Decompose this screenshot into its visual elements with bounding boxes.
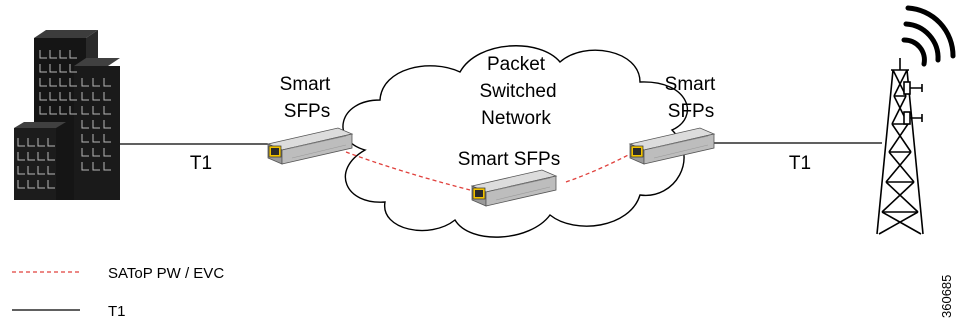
network-label: Switched (479, 81, 556, 102)
cloud-icon (342, 45, 689, 238)
smart-sfps-right-label: SFPs (668, 101, 714, 122)
signal-waves-icon (901, 5, 956, 67)
network-label: Network (481, 108, 551, 129)
legend-label-t1: T1 (108, 303, 126, 320)
figure-id: 360685 (939, 275, 954, 318)
cell-tower-icon (876, 58, 924, 235)
legend: SAToP PW / EVC T1 (12, 265, 224, 320)
pw-path-left (345, 151, 471, 191)
smart-sfps-left-label: SFPs (284, 101, 330, 122)
pw-path-right (565, 151, 635, 183)
smart-sfps-left-label: Smart (280, 74, 331, 95)
t1-label-right: T1 (789, 153, 811, 174)
network-label: Packet (487, 54, 546, 75)
t1-label-left: T1 (190, 153, 212, 174)
smart-sfps-center-label: Smart SFPs (458, 149, 560, 170)
smart-sfps-right-label: Smart (665, 74, 716, 95)
legend-label-pw: SAToP PW / EVC (108, 265, 224, 282)
building-icon (14, 30, 120, 200)
sfp-module-icon (267, 127, 353, 165)
